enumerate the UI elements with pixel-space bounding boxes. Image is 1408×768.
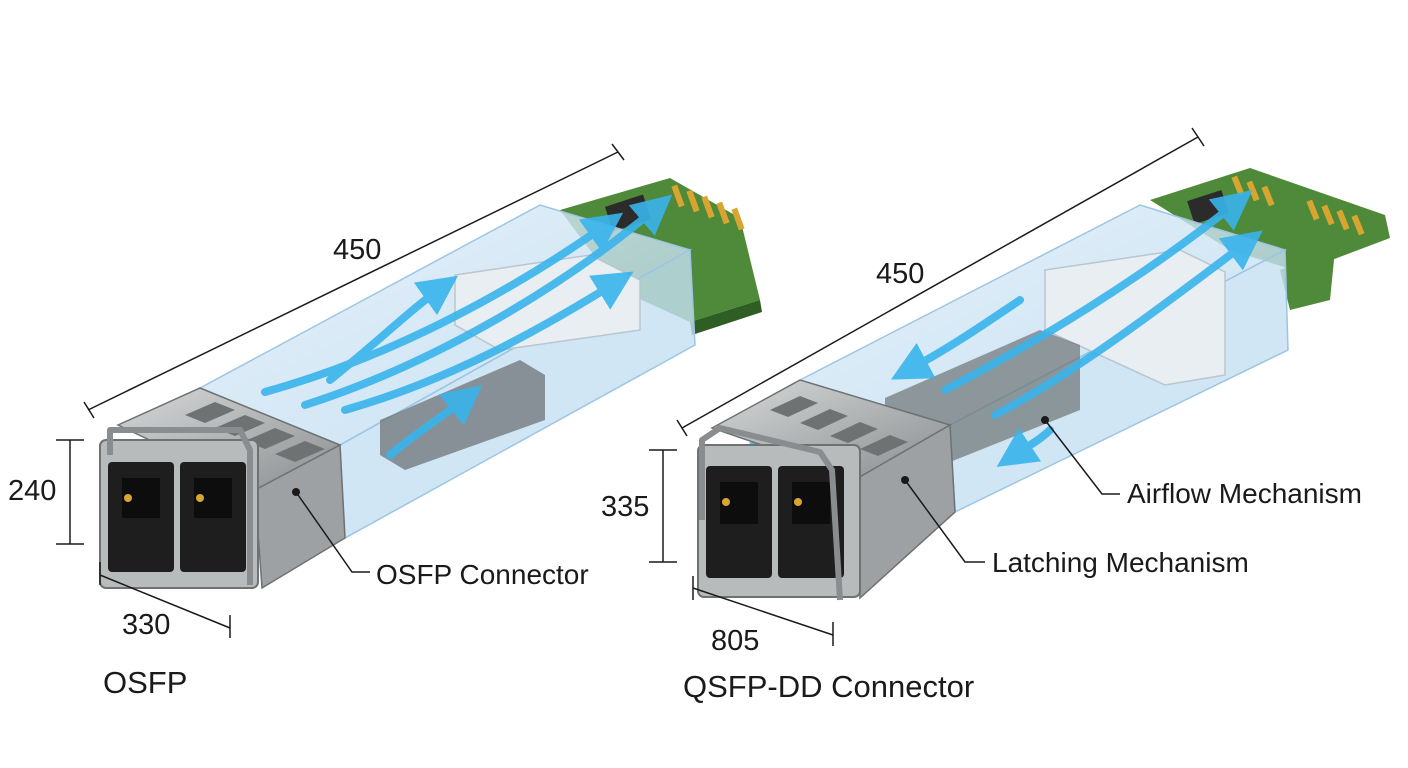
right-height-dimension <box>649 449 677 563</box>
left-latch-handle <box>107 427 253 585</box>
right-port-1 <box>706 466 772 578</box>
right-pcb-lower <box>1280 250 1335 310</box>
right-length-label: 450 <box>876 258 924 290</box>
right-module-caption: QSFP-DD Connector <box>683 669 974 704</box>
right-length-dimension <box>676 127 1205 437</box>
right-width-label: 805 <box>711 625 759 657</box>
left-callout-leader <box>295 491 370 573</box>
right-cage-slots <box>770 396 908 456</box>
right-latch-callout: Latching Mechanism <box>992 547 1249 578</box>
left-connector-callout: OSFP Connector <box>376 559 589 590</box>
right-width-dimension <box>692 576 834 646</box>
left-port-2 <box>180 462 246 572</box>
left-module-caption: OSFP <box>103 665 187 700</box>
left-width-dimension <box>99 562 231 638</box>
left-length-dimension <box>83 143 625 419</box>
left-gold-fingers <box>671 184 745 231</box>
left-length-label: 450 <box>333 234 381 266</box>
right-module <box>649 127 1390 646</box>
right-port-2 <box>778 466 844 578</box>
left-module <box>56 143 762 638</box>
left-pcb-shadow <box>690 300 762 335</box>
left-height-dimension <box>56 439 84 545</box>
left-cage-side <box>254 443 346 590</box>
left-airflow-arrows <box>261 194 673 459</box>
right-height-label: 335 <box>601 491 649 523</box>
right-latch-leader <box>904 479 985 563</box>
left-width-label: 330 <box>122 609 170 641</box>
left-height-label: 240 <box>8 475 56 507</box>
right-airflow-callout: Airflow Mechanism <box>1127 478 1362 509</box>
left-port-1 <box>108 462 174 572</box>
right-latch-handle <box>699 425 843 601</box>
right-airflow-leader <box>1044 419 1120 495</box>
